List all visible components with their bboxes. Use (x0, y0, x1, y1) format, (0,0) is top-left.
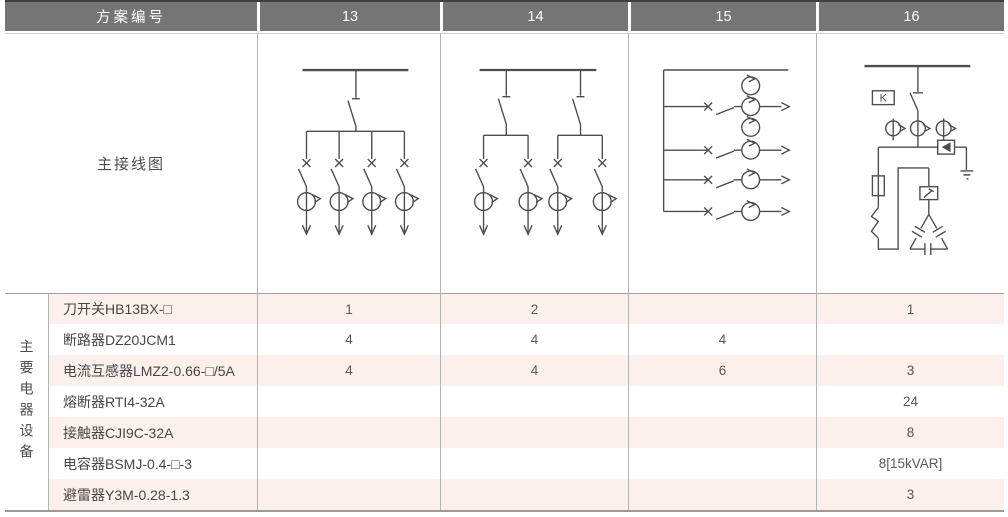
feeder-branch (361, 131, 387, 236)
quantity-cell: 4 (440, 324, 628, 355)
header-scheme-15: 15 (628, 2, 816, 33)
quantity-cell (440, 417, 628, 448)
delta-capacitor-bank (908, 214, 948, 256)
feeder-branch (394, 131, 420, 236)
equipment-name: 熔断器RTI4-32A (48, 386, 257, 417)
quantity-cell (628, 417, 816, 448)
diagram-cell-scheme-16: K (816, 33, 1004, 293)
wiring-diagram-scheme-16-icon: K (864, 64, 973, 256)
header-scheme-13: 13 (257, 2, 440, 33)
feeder-branch (547, 135, 573, 236)
wiring-diagram-scheme-14-icon (473, 68, 618, 236)
quantity-cell: 6 (628, 355, 816, 386)
quantity-cell (257, 417, 440, 448)
scheme-table: 方案编号 13 14 15 16 主接线图 (5, 0, 1004, 512)
header-scheme-14: 14 (440, 2, 628, 33)
feeder-branch (663, 199, 791, 222)
quantity-cell: 4 (257, 355, 440, 386)
diagram-cell-scheme-13 (257, 33, 440, 293)
quantity-cell: 3 (816, 479, 1004, 510)
quantity-cell (440, 479, 628, 510)
feeder-branch (329, 131, 354, 236)
quantity-cell: 24 (816, 386, 1004, 417)
quantity-cell: 8 (816, 417, 1004, 448)
break-symbol (869, 207, 879, 239)
feeder-branch (517, 135, 543, 236)
quantity-cell: 1 (257, 293, 440, 324)
quantity-cell: 4 (440, 355, 628, 386)
quantity-cell (628, 448, 816, 479)
quantity-cell: 8[15kVAR] (816, 448, 1004, 479)
diagram-cell-scheme-14 (440, 33, 628, 293)
quantity-cell: 4 (257, 324, 440, 355)
fuse-box (871, 175, 885, 197)
k-box (871, 90, 895, 106)
wiring-diagram-scheme-13-icon (296, 68, 420, 236)
feeder-branch (663, 168, 791, 190)
quantity-cell: 1 (816, 293, 1004, 324)
feeder-branch (663, 95, 791, 117)
diagram-row-label: 主接线图 (5, 33, 257, 293)
quantity-cell: 2 (440, 293, 628, 324)
feeder-branch (473, 135, 499, 236)
feeder-branch (592, 135, 618, 236)
ground-symbol (959, 170, 973, 180)
arrester-arrow (941, 142, 951, 153)
header-scheme-label: 方案编号 (5, 2, 257, 33)
equipment-group-label: 主要电器设备 (5, 293, 48, 510)
quantity-cell (628, 479, 816, 510)
k-box-label: K (879, 93, 887, 105)
quantity-cell (257, 386, 440, 417)
diagram-cell-scheme-15 (628, 33, 816, 293)
wiring-diagram-scheme-15-icon (662, 69, 791, 222)
feeder-branch (663, 138, 791, 160)
quantity-cell (628, 293, 816, 324)
ct-circle (740, 76, 760, 96)
equipment-name: 刀开关HB13BX-□ (48, 293, 257, 324)
quantity-cell (628, 386, 816, 417)
feeder-branch (296, 131, 322, 236)
quantity-cell (440, 386, 628, 417)
equipment-name: 接触器CJI9C-32A (48, 417, 257, 448)
header-scheme-16: 16 (816, 2, 1004, 33)
ct-circle (935, 120, 952, 137)
quantity-cell (257, 448, 440, 479)
equipment-name: 断路器DZ20JCM1 (48, 324, 257, 355)
quantity-cell (257, 479, 440, 510)
quantity-cell (816, 324, 1004, 355)
ct-circle (740, 117, 760, 137)
quantity-cell: 4 (628, 324, 816, 355)
equipment-name: 电流互感器LMZ2-0.66-□/5A (48, 355, 257, 386)
equipment-name: 避雷器Y3M-0.28-1.3 (48, 479, 257, 510)
quantity-cell (440, 448, 628, 479)
equipment-name: 电容器BSMJ-0.4-□-3 (48, 448, 257, 479)
ct-circle (884, 120, 901, 137)
quantity-cell: 3 (816, 355, 1004, 386)
ct-circle (909, 120, 926, 137)
